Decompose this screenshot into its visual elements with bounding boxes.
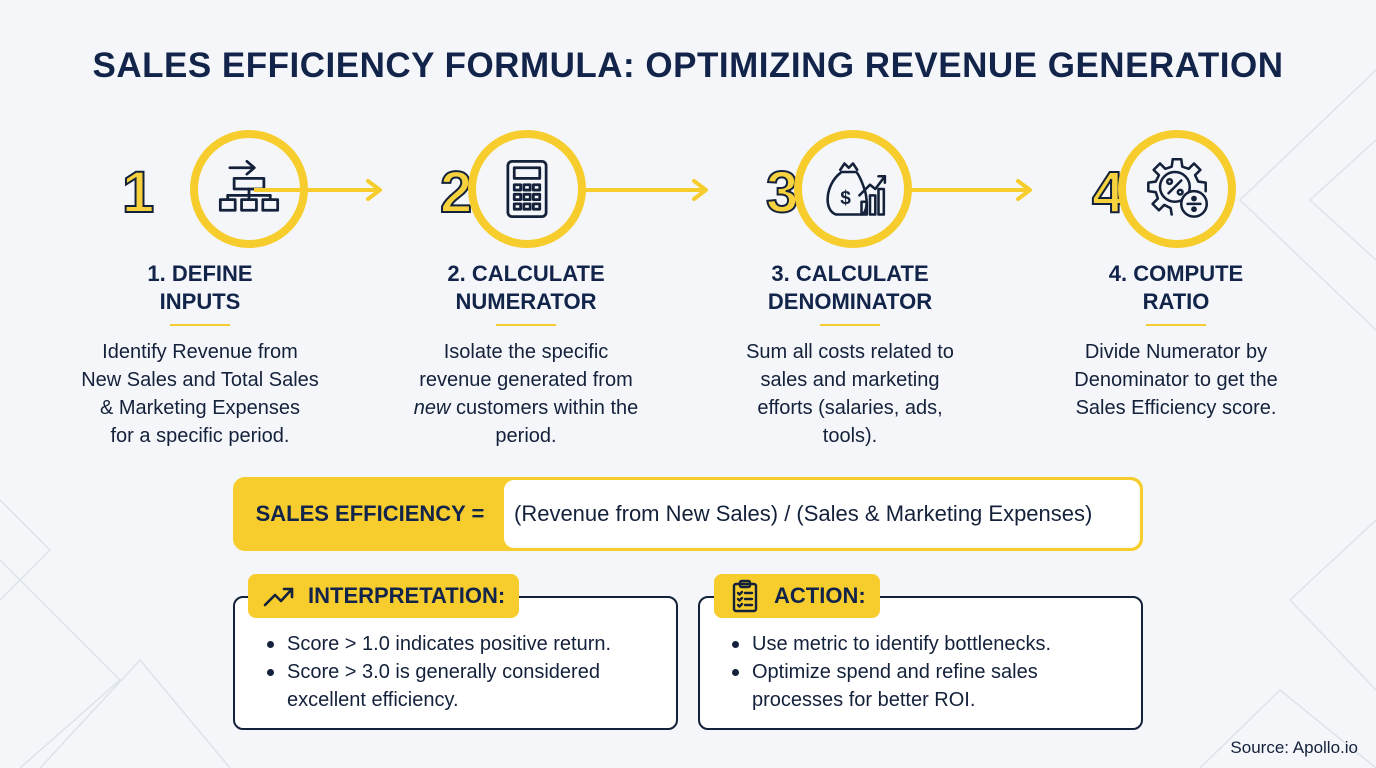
list-item: Score > 3.0 is generally considered exce… [265,658,656,714]
step-number: 1 [121,160,155,225]
money-bag-chart-icon: $ [826,162,887,216]
formula-label: SALES EFFICIENCY = [255,501,485,526]
flowchart-icon [218,159,280,212]
action-list: Use metric to identify bottlenecks. Opti… [730,630,1121,714]
step-number: 2 [439,160,473,225]
interpretation-list: Score > 1.0 indicates positive return. S… [265,630,656,714]
gear-percent-icon [1147,157,1209,218]
step-description: Isolate the specific revenue generated f… [413,341,639,447]
interpretation-panel: Score > 1.0 indicates positive return. S… [233,596,678,730]
formula-expression: (Revenue from New Sales) / (Sales & Mark… [504,480,1140,548]
interpretation-tag: INTERPRETATION: [248,574,520,618]
arrow-step1-to-step2 [254,179,382,201]
page-title: SALES EFFICIENCY FORMULA: OPTIMIZING REV… [92,46,1284,85]
step-heading: 4. COMPUTE RATIO [1108,261,1244,314]
calculator-icon [506,159,548,219]
step-calculate-numerator: 2 2. CALCULATE NUMERATOR Isolate the spe… [376,130,676,460]
action-panel: Use metric to identify bottlenecks. Opti… [698,596,1143,730]
heading-underline [1146,324,1206,326]
list-item: Score > 1.0 indicates positive return. [265,630,656,658]
list-item: Use metric to identify bottlenecks. [730,630,1121,658]
step-compute-ratio: 4 4. COMPUTE RATIO Divide Numerator by D… [1026,130,1326,460]
arrow-step2-to-step3 [582,179,708,201]
step-number: 3 [765,160,799,225]
action-tag: ACTION: [714,574,880,618]
step-heading: 3. CALCULATE DENOMINATOR [767,261,933,314]
heading-underline [170,324,230,326]
action-title: ACTION: [774,583,866,608]
list-item: Optimize spend and refine sales processe… [730,658,1121,714]
clipboard-list-icon [732,579,758,613]
interpretation-title: INTERPRETATION: [308,583,506,608]
step-heading: 2. CALCULATE NUMERATOR [447,261,605,314]
step-icon-ring: $ [794,130,912,248]
heading-underline [820,324,880,326]
source-caption: Source: Apollo.io [1230,738,1358,757]
step-description: Sum all costs related to sales and marke… [746,341,954,447]
arrow-step3-to-step4 [906,179,1032,201]
heading-underline [496,324,556,326]
step-heading: 1. DEFINE INPUTS [147,261,253,314]
step-description: Identify Revenue from New Sales and Tota… [81,341,319,447]
svg-text:$: $ [840,188,851,209]
step-description: Divide Numerator by Denominator to get t… [1074,341,1278,419]
step-icon-ring [1118,130,1236,248]
step-icon-ring [468,130,586,248]
formula-bar: SALES EFFICIENCY = (Revenue from New Sal… [233,477,1143,551]
trend-up-icon [263,587,294,607]
